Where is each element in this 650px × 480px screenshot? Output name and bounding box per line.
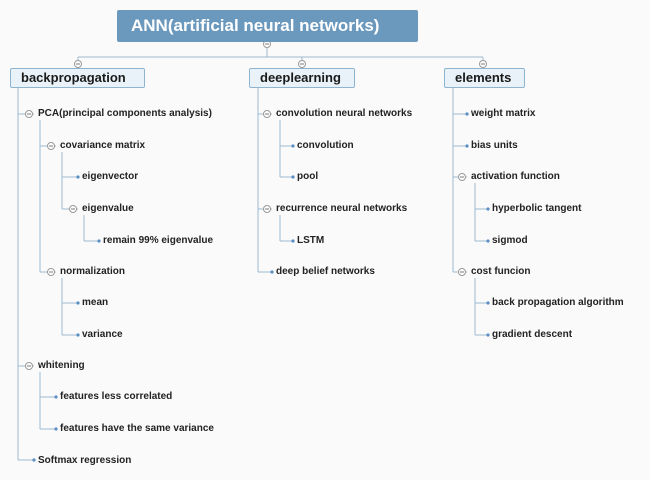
root-collapse-icon[interactable] (263, 40, 271, 48)
node-deep-belief-networks[interactable]: deep belief networks (276, 266, 375, 277)
node-eigenvalue[interactable]: eigenvalue (82, 203, 134, 214)
bullet-dot-icon (486, 239, 490, 243)
node-weight-matrix[interactable]: weight matrix (471, 108, 536, 119)
bullet-dot-icon (291, 175, 295, 179)
node-convolution[interactable]: convolution (297, 140, 354, 151)
branch-elements[interactable]: elements (444, 68, 525, 88)
node-cost-funcion[interactable]: cost funcion (471, 266, 531, 277)
node-collapse-icon[interactable] (47, 268, 55, 276)
bullet-dot-icon (270, 270, 274, 274)
node-collapse-icon[interactable] (458, 173, 466, 181)
node-cnn[interactable]: convolution neural networks (276, 108, 413, 119)
branch-collapse-icon[interactable] (479, 60, 487, 68)
node-collapse-icon[interactable] (263, 110, 271, 118)
node-features-same-variance[interactable]: features have the same variance (60, 423, 214, 434)
node-collapse-icon[interactable] (69, 205, 77, 213)
bullet-dot-icon (32, 458, 36, 462)
bullet-dot-icon (76, 175, 80, 179)
node-normalization[interactable]: normalization (60, 266, 126, 277)
node-collapse-icon[interactable] (47, 142, 55, 150)
node-collapse-icon[interactable] (25, 110, 33, 118)
branch-deeplearning[interactable]: deeplearning (249, 68, 355, 88)
bullet-dot-icon (76, 333, 80, 337)
bullet-dot-icon (97, 239, 101, 243)
node-collapse-icon[interactable] (25, 362, 33, 370)
bullet-dot-icon (54, 427, 58, 431)
bullet-dot-icon (54, 395, 58, 399)
branch-backpropagation[interactable]: backpropagation (10, 68, 145, 88)
bullet-dot-icon (486, 333, 490, 337)
node-covariance-matrix[interactable]: covariance matrix (60, 140, 146, 151)
node-softmax-regression[interactable]: Softmax regression (38, 455, 132, 466)
node-features-less-correlated[interactable]: features less correlated (60, 391, 173, 402)
bullet-dot-icon (465, 144, 469, 148)
node-sigmod[interactable]: sigmod (492, 235, 528, 246)
bullet-dot-icon (76, 301, 80, 305)
node-collapse-icon[interactable] (458, 268, 466, 276)
node-collapse-icon[interactable] (263, 205, 271, 213)
bullet-dot-icon (291, 239, 295, 243)
node-pca[interactable]: PCA(principal components analysis) (38, 108, 212, 119)
bullet-dot-icon (486, 207, 490, 211)
node-gradient-descent[interactable]: gradient descent (492, 329, 573, 340)
node-bias-units[interactable]: bias units (471, 140, 518, 151)
node-activation-function[interactable]: activation function (471, 171, 560, 182)
node-rnn[interactable]: recurrence neural networks (276, 203, 408, 214)
root-topic[interactable]: ANN(artificial neural networks) (117, 10, 418, 42)
node-variance[interactable]: variance (82, 329, 123, 340)
node-whitening[interactable]: whitening (38, 360, 85, 371)
bullet-dot-icon (465, 112, 469, 116)
node-eigenvector[interactable]: eigenvector (82, 171, 139, 182)
node-pool[interactable]: pool (297, 171, 319, 182)
branch-collapse-icon[interactable] (298, 60, 306, 68)
node-back-propagation-algorithm[interactable]: back propagation algorithm (492, 297, 624, 308)
bullet-dot-icon (291, 144, 295, 148)
branch-collapse-icon[interactable] (74, 60, 82, 68)
node-lstm[interactable]: LSTM (297, 235, 325, 246)
bullet-dot-icon (486, 301, 490, 305)
node-mean[interactable]: mean (82, 297, 109, 308)
node-remain-eigenvalue[interactable]: remain 99% eigenvalue (103, 235, 214, 246)
node-hyperbolic-tangent[interactable]: hyperbolic tangent (492, 203, 582, 214)
